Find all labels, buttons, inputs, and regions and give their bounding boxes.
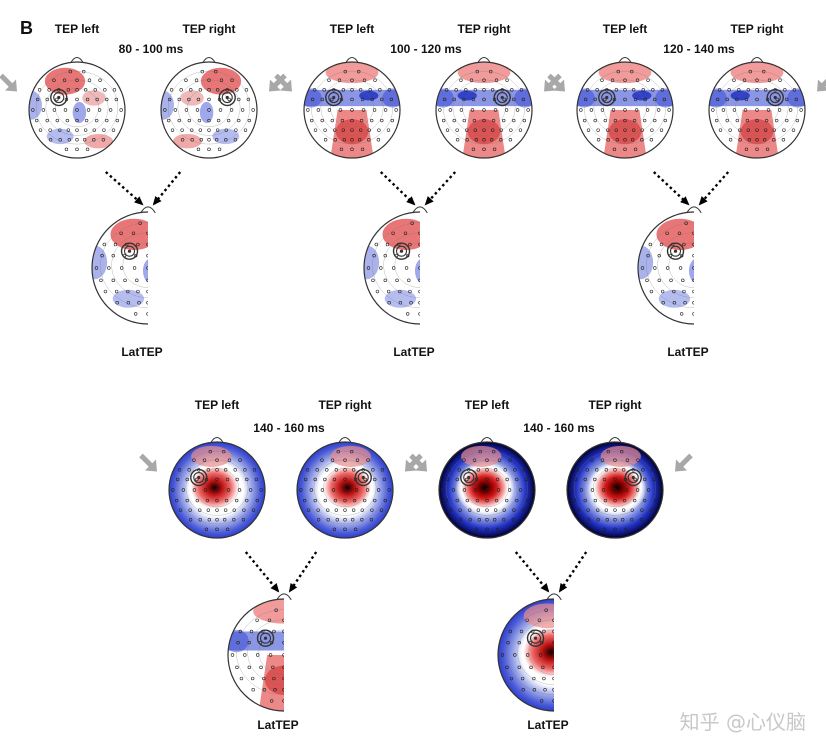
topomap-lat-0 [91, 206, 156, 325]
pointer-arrow-left-0 [0, 73, 17, 92]
stim-marker-lat-1 [392, 242, 411, 260]
pointer-arrow-left-4 [409, 453, 427, 472]
topomap-lat-3 [227, 593, 292, 712]
stim-marker-left-0 [50, 88, 68, 107]
topomap-right-1 [435, 57, 533, 159]
stim-marker-left-3 [190, 468, 208, 487]
topomap-right-4 [566, 437, 664, 539]
tep-left-label-4: TEP left [464, 398, 510, 412]
pointer-arrow-left-3 [139, 453, 157, 472]
merge-arrow-right-2 [698, 171, 730, 206]
merge-arrow-right-4 [558, 551, 588, 593]
stim-marker-lat-3 [256, 629, 275, 647]
tep-right-label-1: TEP right [457, 22, 511, 36]
panel-letter: B [20, 18, 33, 38]
tep-right-label-2: TEP right [730, 22, 784, 36]
lattep-label-1: LatTEP [393, 345, 435, 359]
topomap-right-3 [296, 437, 394, 539]
pointer-arrow-right-2 [817, 78, 826, 92]
merge-arrow-left-2 [652, 171, 690, 206]
stim-marker-lat-4 [526, 629, 545, 647]
tep-left-label-3: TEP left [194, 398, 240, 412]
topomap-lat-2 [637, 206, 702, 325]
topomap-left-3 [168, 437, 266, 539]
stim-marker-left-1 [325, 88, 343, 107]
time-window-label-4: 140 - 160 ms [523, 421, 595, 435]
pointer-arrow-left-2 [547, 73, 565, 92]
topomap-lat-1 [363, 206, 428, 325]
stim-marker-lat-2 [666, 242, 685, 260]
tep-left-label-2: TEP left [602, 22, 648, 36]
stim-marker-lat-0 [120, 242, 139, 260]
pointer-arrow-left-1 [274, 73, 292, 92]
stim-marker-left-2 [598, 88, 616, 107]
topomap-left-1 [303, 57, 401, 159]
merge-arrow-left-0 [105, 171, 144, 206]
watermark: 知乎 @心仪脑 [679, 710, 806, 734]
time-window-label-1: 100 - 120 ms [390, 42, 462, 56]
stim-marker-right-4 [624, 468, 642, 487]
tep-right-label-3: TEP right [318, 398, 372, 412]
tep-right-label-4: TEP right [588, 398, 642, 412]
stim-marker-right-0 [218, 88, 236, 107]
topomap-right-0 [160, 57, 258, 159]
stim-marker-left-4 [460, 468, 478, 487]
topomap-left-2 [576, 57, 674, 159]
merge-arrow-left-4 [514, 551, 550, 593]
tep-left-label-1: TEP left [329, 22, 375, 36]
time-window-label-0: 80 - 100 ms [118, 42, 184, 56]
lattep-label-2: LatTEP [667, 345, 709, 359]
lattep-label-0: LatTEP [121, 345, 163, 359]
lattep-label-4: LatTEP [527, 718, 569, 732]
tep-right-label-0: TEP right [182, 22, 236, 36]
time-window-label-3: 140 - 160 ms [253, 421, 325, 435]
merge-arrow-left-3 [244, 551, 280, 593]
tep-left-label-0: TEP left [54, 22, 100, 36]
merge-arrow-left-1 [379, 171, 416, 206]
lattep-label-3: LatTEP [257, 718, 299, 732]
stim-marker-right-2 [766, 88, 784, 107]
topomap-left-0 [28, 57, 126, 159]
pointer-arrow-right-4 [675, 453, 693, 472]
merge-arrow-right-3 [288, 551, 318, 593]
merge-arrow-right-0 [152, 171, 182, 206]
stim-marker-right-1 [493, 88, 511, 107]
merge-arrow-right-1 [424, 171, 457, 206]
time-window-label-2: 120 - 140 ms [663, 42, 735, 56]
stim-marker-right-3 [354, 468, 372, 487]
topomap-left-4 [438, 437, 536, 539]
topomap-right-2 [708, 57, 806, 159]
topomap-lat-4 [497, 593, 562, 712]
